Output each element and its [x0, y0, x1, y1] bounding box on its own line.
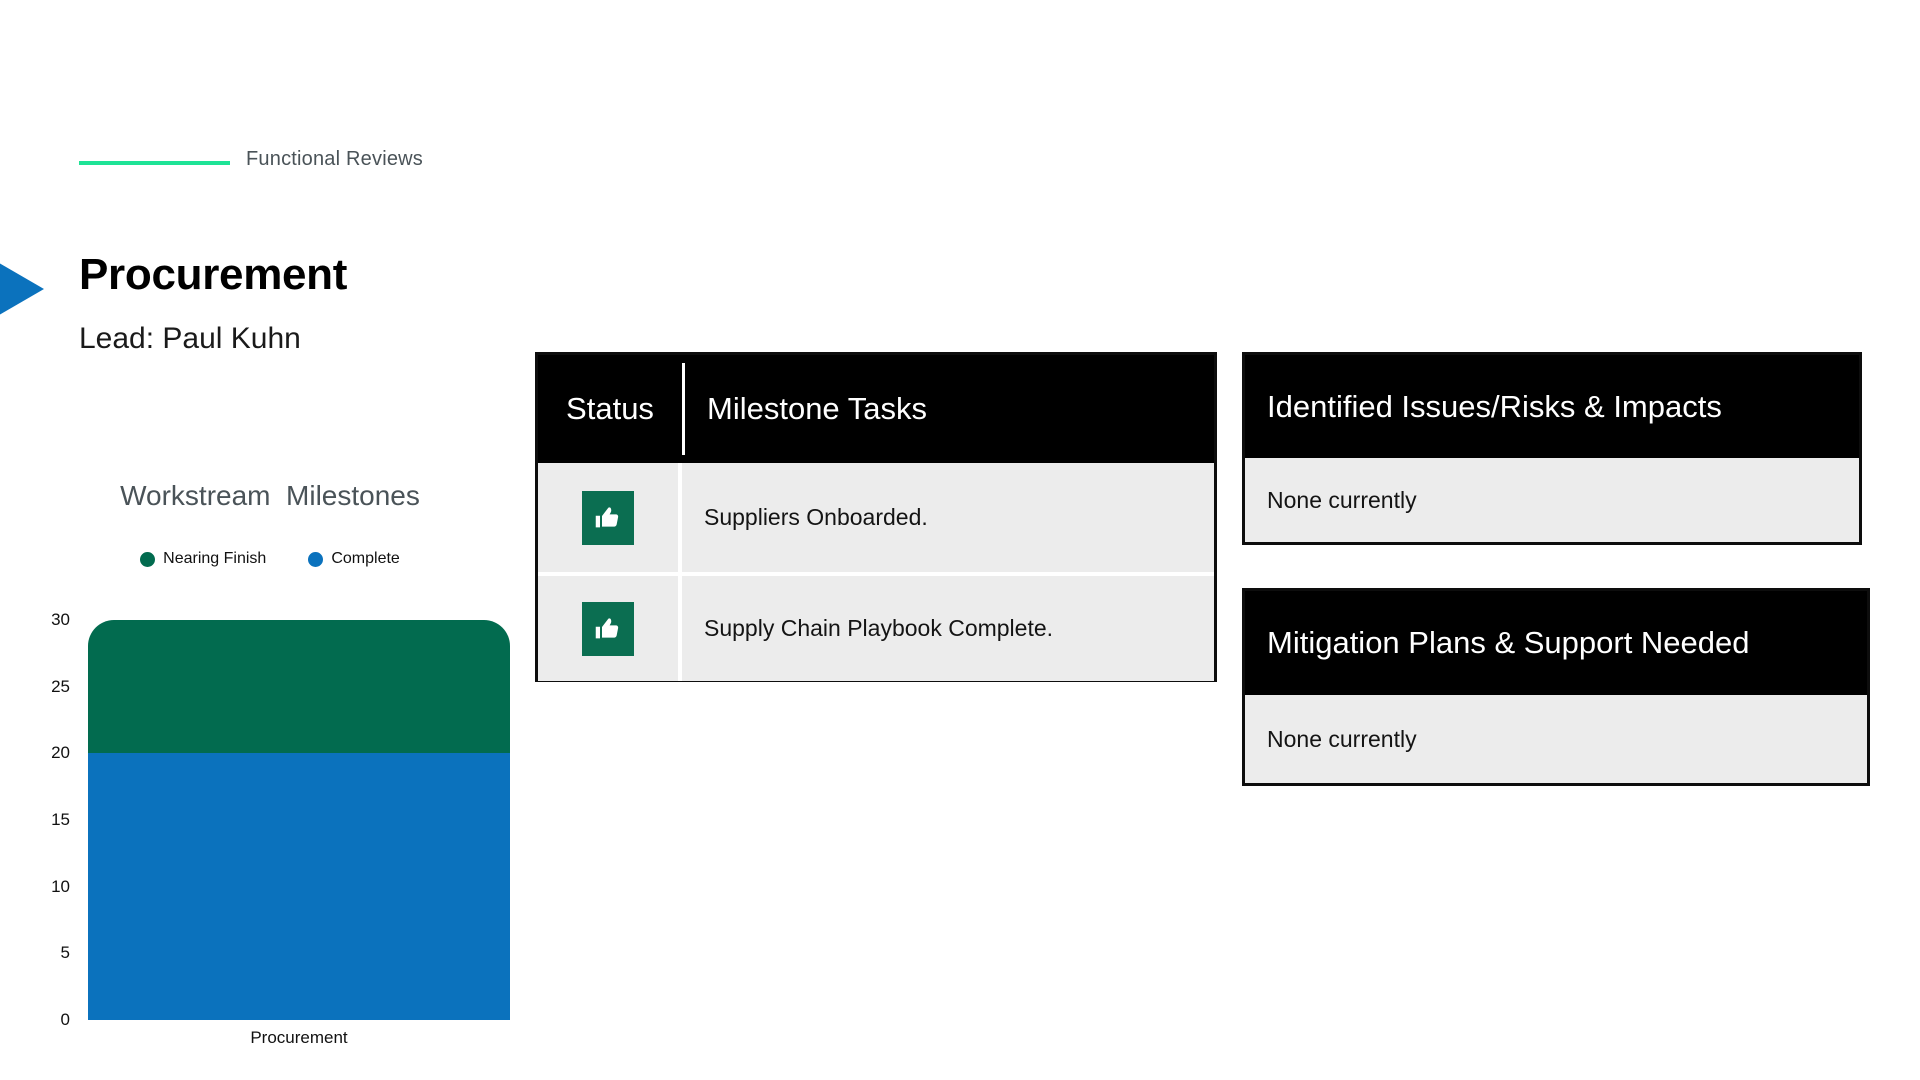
cell-milestone-task: Suppliers Onboarded. — [682, 463, 1214, 572]
chart-legend: Nearing Finish Complete — [0, 550, 540, 568]
column-header-status: Status — [566, 391, 654, 426]
y-axis-tick-label: 15 — [51, 810, 70, 829]
table-body: Suppliers Onboarded.Supply Chain Playboo… — [538, 463, 1214, 681]
chart-title: Workstream Milestones — [120, 480, 420, 511]
cell-status — [538, 463, 682, 572]
legend-item-complete: Complete — [308, 550, 400, 568]
panel-issues-body: None currently — [1245, 458, 1859, 542]
legend-item-nearing-finish: Nearing Finish — [140, 550, 266, 568]
chart-y-axis: 0 5 10 15 20 25 30 — [0, 610, 80, 1029]
panel-mitigation-plans-support-needed: Mitigation Plans & Support Needed None c… — [1242, 588, 1870, 786]
thumbs-up-icon — [582, 490, 634, 545]
header-divider — [682, 363, 685, 455]
table-header-row: Status Milestone Tasks — [538, 355, 1214, 463]
table-row: Suppliers Onboarded. — [538, 463, 1214, 572]
legend-swatch-nearing-finish — [140, 551, 156, 567]
legend-label-complete: Complete — [331, 550, 400, 567]
chart-plot-area — [88, 620, 510, 1020]
y-axis-tick-label: 20 — [51, 743, 70, 763]
panel-issues-title: Identified Issues/Risks & Impacts — [1245, 355, 1859, 458]
chart-x-tick-label: Procurement — [250, 1028, 348, 1047]
table-row: Supply Chain Playbook Complete. — [538, 572, 1214, 681]
bar-segment-nearing-finish — [88, 620, 510, 754]
accent-rule — [79, 161, 230, 165]
milestone-tasks-table: Status Milestone Tasks Suppliers Onboard… — [535, 352, 1217, 682]
title-arrow-icon — [0, 253, 44, 325]
page-subtitle-lead: Lead: Paul Kuhn — [79, 322, 301, 355]
kicker-label: Functional Reviews — [246, 148, 424, 170]
cell-status — [538, 576, 682, 681]
y-axis-tick-label: 0 — [60, 1010, 70, 1029]
workstream-milestones-chart: Workstream Milestones Nearing Finish Com… — [0, 480, 540, 1060]
y-axis-tick-label: 25 — [51, 676, 70, 696]
panel-mitigation-body: None currently — [1245, 695, 1867, 783]
column-header-milestone-tasks: Milestone Tasks — [707, 391, 927, 426]
panel-identified-issues-risks-impacts: Identified Issues/Risks & Impacts None c… — [1242, 352, 1862, 545]
page-title: Procurement — [79, 250, 348, 299]
panel-mitigation-title: Mitigation Plans & Support Needed — [1245, 591, 1867, 695]
bar-segment-complete — [88, 753, 510, 1020]
cell-milestone-task: Supply Chain Playbook Complete. — [682, 576, 1214, 681]
legend-label-nearing-finish: Nearing Finish — [163, 550, 267, 567]
y-axis-tick-label: 5 — [60, 943, 70, 963]
legend-swatch-complete — [308, 551, 324, 567]
y-axis-tick-label: 10 — [51, 876, 70, 896]
y-axis-tick-label: 30 — [51, 610, 70, 629]
thumbs-up-icon — [582, 601, 634, 656]
